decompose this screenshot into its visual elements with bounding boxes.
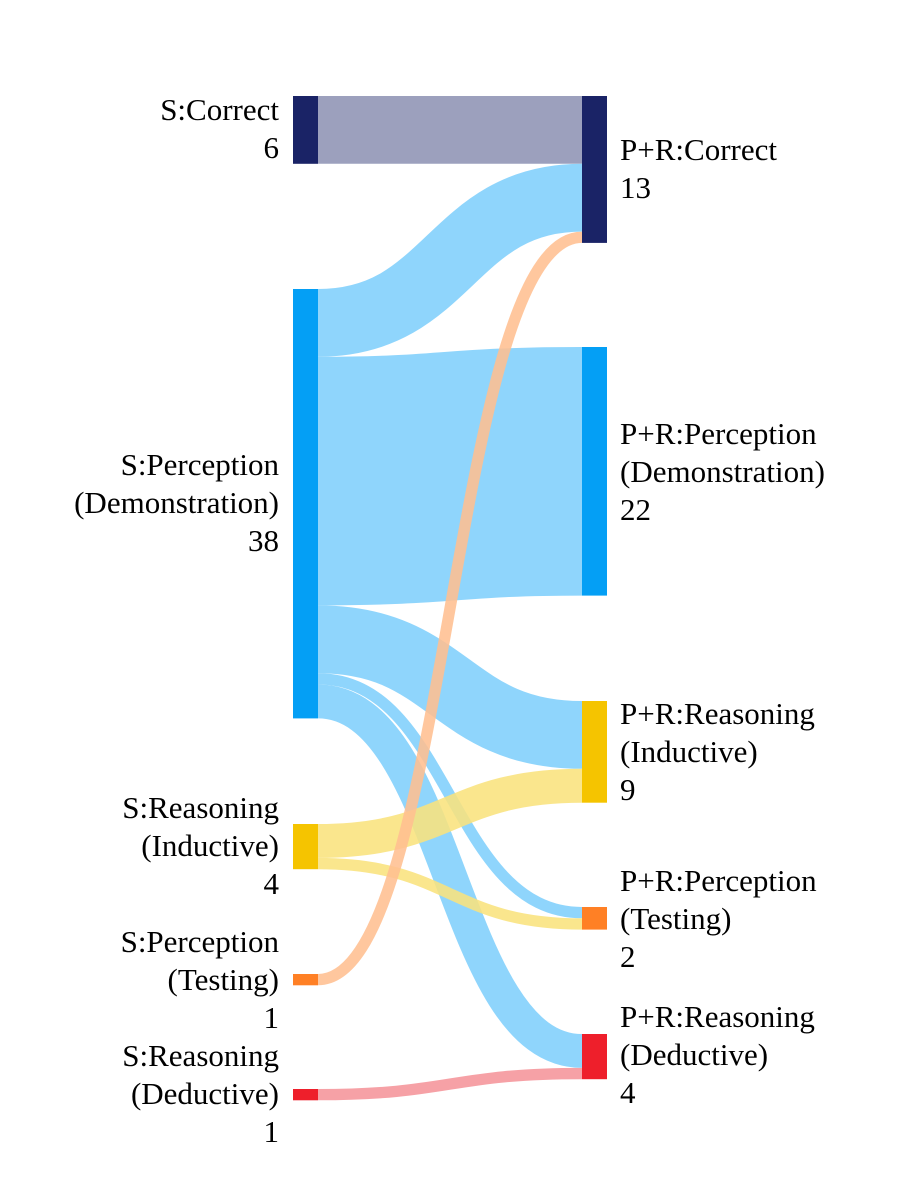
- label-value-pr_reasoning_inductive: 9: [620, 772, 636, 807]
- label-line-s_perception_demo: (Demonstration): [74, 485, 279, 520]
- label-value-pr_reasoning_deductive: 4: [620, 1075, 636, 1110]
- flow-link-s_perception_demo-to-pr_correct: [316, 163, 584, 357]
- node-pr_reasoning_deductive: [582, 1034, 607, 1080]
- flow-link-s_perception_testing-to-pr_correct: [317, 231, 583, 986]
- node-pr_correct: [582, 96, 607, 243]
- label-s_reasoning_deductive: S:Reasoning(Deductive)1: [122, 1038, 279, 1149]
- label-line-s_perception_testing: S:Perception: [121, 924, 280, 959]
- label-pr_perception_demo: P+R:Perception(Demonstration)22: [620, 416, 825, 527]
- node-pr_perception_demo: [582, 347, 607, 596]
- label-value-pr_correct: 13: [620, 170, 651, 205]
- label-line-s_reasoning_inductive: S:Reasoning: [122, 790, 279, 825]
- flow-link-s_perception_demo-to-pr_perception_demo: [317, 347, 583, 606]
- flow-links: [316, 95, 584, 1101]
- node-s_perception_testing: [293, 974, 318, 986]
- label-line-s_perception_demo: S:Perception: [121, 447, 280, 482]
- label-value-s_perception_demo: 38: [248, 523, 279, 558]
- label-s_reasoning_inductive: S:Reasoning(Inductive)4: [122, 790, 279, 901]
- label-value-s_reasoning_deductive: 1: [264, 1114, 280, 1149]
- label-pr_reasoning_deductive: P+R:Reasoning(Deductive)4: [620, 999, 815, 1110]
- label-line-pr_reasoning_inductive: P+R:Reasoning: [620, 696, 815, 731]
- label-line-s_perception_testing: (Testing): [168, 962, 279, 997]
- label-line-pr_perception_testing: (Testing): [620, 901, 731, 936]
- flow-link-s_perception_demo-to-pr_reasoning_inductive: [317, 605, 583, 769]
- label-s_perception_testing: S:Perception(Testing)1: [121, 924, 280, 1035]
- label-pr_perception_testing: P+R:Perception(Testing)2: [620, 863, 817, 974]
- label-line-pr_reasoning_deductive: P+R:Reasoning: [620, 999, 815, 1034]
- label-value-s_correct: 6: [264, 130, 280, 165]
- node-pr_reasoning_inductive: [582, 701, 607, 803]
- node-s_reasoning_inductive: [293, 824, 318, 870]
- label-line-pr_perception_demo: (Demonstration): [620, 454, 825, 489]
- node-s_reasoning_deductive: [293, 1089, 318, 1101]
- flow-link-s_reasoning_deductive-to-pr_reasoning_deductive: [317, 1067, 583, 1101]
- flow-nodes: [293, 96, 607, 1101]
- flow-link-s_reasoning_inductive-to-pr_reasoning_inductive: [317, 768, 583, 858]
- label-line-pr_reasoning_deductive: (Deductive): [620, 1037, 768, 1072]
- label-value-pr_perception_testing: 2: [620, 939, 636, 974]
- label-line-s_correct: S:Correct: [160, 92, 279, 127]
- label-line-pr_perception_demo: P+R:Perception: [620, 416, 817, 451]
- label-line-pr_correct: P+R:Correct: [620, 132, 777, 167]
- node-s_correct: [293, 96, 318, 164]
- label-line-s_reasoning_deductive: S:Reasoning: [122, 1038, 279, 1073]
- label-line-pr_perception_testing: P+R:Perception: [620, 863, 817, 898]
- label-value-pr_perception_demo: 22: [620, 492, 651, 527]
- flow-link-s_perception_demo-to-pr_reasoning_deductive: [316, 684, 584, 1068]
- flow-link-s_reasoning_inductive-to-pr_perception_testing: [317, 857, 583, 930]
- label-line-s_reasoning_deductive: (Deductive): [131, 1076, 279, 1111]
- label-s_perception_demo: S:Perception(Demonstration)38: [74, 447, 279, 558]
- label-line-s_reasoning_inductive: (Inductive): [141, 828, 279, 863]
- label-value-s_reasoning_inductive: 4: [264, 866, 280, 901]
- node-s_perception_demo: [293, 289, 318, 719]
- label-value-s_perception_testing: 1: [264, 1000, 280, 1035]
- label-pr_reasoning_inductive: P+R:Reasoning(Inductive)9: [620, 696, 815, 807]
- label-line-pr_reasoning_inductive: (Inductive): [620, 734, 758, 769]
- node-pr_perception_testing: [582, 907, 607, 930]
